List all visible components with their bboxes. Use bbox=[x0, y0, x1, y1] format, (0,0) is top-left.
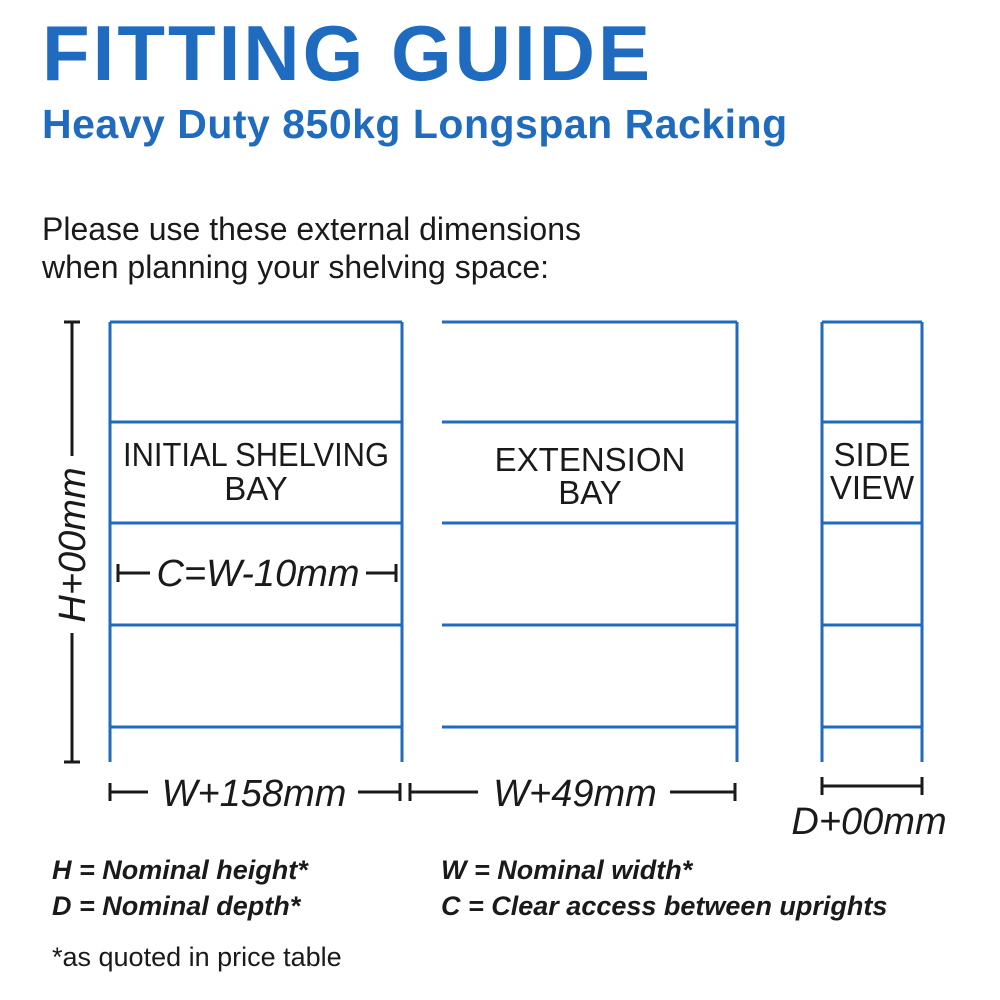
legend-clear-access: C = Clear access between uprights bbox=[441, 891, 888, 921]
extension-bay-frame bbox=[442, 320, 739, 762]
legend-width: W = Nominal width* bbox=[441, 855, 693, 885]
legend-height: H = Nominal height* bbox=[52, 855, 308, 885]
depth-dimension-label: D+00mm bbox=[791, 801, 946, 843]
intro-line-2: when planning your shelving space: bbox=[42, 249, 549, 285]
side-view-label-line-1: SIDE bbox=[833, 436, 910, 473]
footnote: *as quoted in price table bbox=[52, 942, 342, 972]
clear-access-dimension-label: C=W-10mm bbox=[156, 553, 359, 595]
depth-dimension-line bbox=[820, 777, 924, 795]
height-dimension-line bbox=[64, 320, 80, 764]
height-dimension-label: H+00mm bbox=[52, 467, 94, 622]
page-subtitle: Heavy Duty 850kg Longspan Racking bbox=[42, 101, 788, 147]
initial-width-dimension-line bbox=[108, 783, 402, 801]
intro-line-1: Please use these external dimensions bbox=[42, 211, 581, 247]
initial-width-dimension-label: W+158mm bbox=[162, 773, 347, 815]
initial-bay-label-line-1: INITIAL SHELVING bbox=[123, 436, 389, 473]
side-view-frame bbox=[820, 320, 924, 762]
clear-access-dimension-line bbox=[116, 564, 398, 582]
page-title: FITTING GUIDE bbox=[42, 9, 653, 97]
side-view-label-line-2: VIEW bbox=[830, 469, 915, 506]
extension-width-dimension-label: W+49mm bbox=[493, 773, 657, 815]
initial-bay-label-line-2: BAY bbox=[224, 470, 288, 507]
intro-text: Please use these external dimensions whe… bbox=[42, 210, 842, 286]
extension-width-dimension-line bbox=[408, 783, 737, 801]
legend-depth: D = Nominal depth* bbox=[52, 891, 301, 921]
initial-bay-frame bbox=[108, 320, 404, 762]
extension-bay-label-line-2: BAY bbox=[558, 474, 622, 511]
extension-bay-label-line-1: EXTENSION bbox=[495, 441, 686, 478]
